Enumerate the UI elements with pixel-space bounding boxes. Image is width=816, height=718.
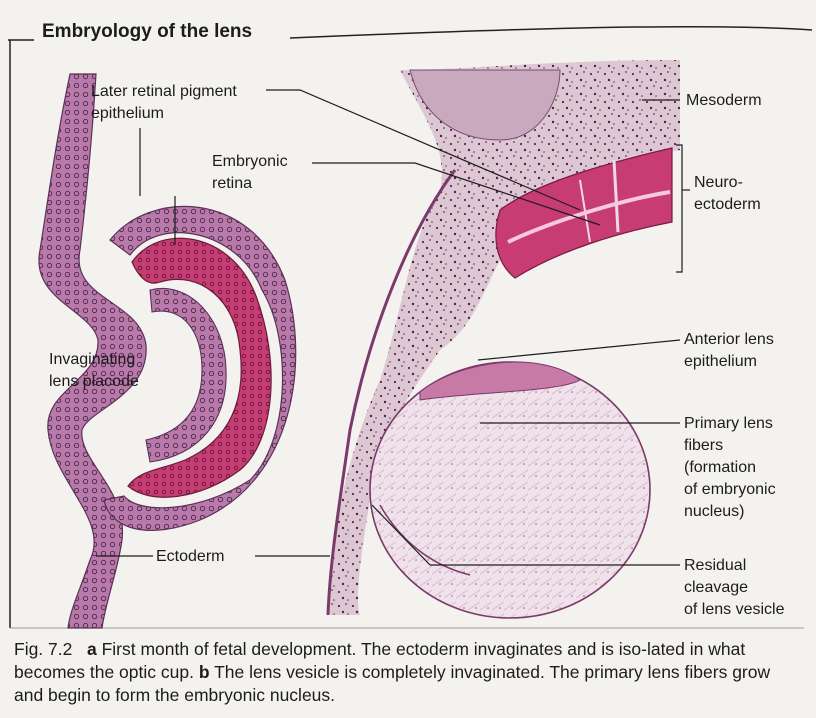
label-retinal-pigment-2: epithelium bbox=[91, 104, 164, 123]
label-anterior-1: Anterior lens bbox=[684, 330, 774, 349]
caption-a-marker: a bbox=[87, 639, 97, 659]
label-neuroectoderm-1: Neuro- bbox=[694, 173, 743, 192]
label-neuroectoderm-2: ectoderm bbox=[694, 195, 761, 214]
label-residual-3: of lens vesicle bbox=[684, 600, 785, 619]
label-primary-1: Primary lens bbox=[684, 414, 773, 433]
label-embryonic-retina-2: retina bbox=[212, 174, 252, 193]
leader-anterior bbox=[478, 340, 680, 360]
label-retinal-pigment-1: Later retinal pigment bbox=[91, 82, 237, 101]
label-ectoderm: Ectoderm bbox=[156, 547, 224, 566]
lens-placode bbox=[146, 288, 226, 462]
label-residual-1: Residual bbox=[684, 556, 746, 575]
label-primary-2: fibers bbox=[684, 436, 723, 455]
lens-vesicle bbox=[370, 362, 650, 618]
label-anterior-2: epithelium bbox=[684, 352, 757, 371]
label-mesoderm: Mesoderm bbox=[686, 91, 762, 110]
label-primary-5: nucleus) bbox=[684, 502, 744, 521]
neuroectoderm-bracket bbox=[676, 145, 682, 272]
caption-fig-number: Fig. 7.2 bbox=[14, 639, 72, 659]
label-primary-3: (formation bbox=[684, 458, 756, 477]
label-primary-4: of embryonic bbox=[684, 480, 776, 499]
figure-caption: Fig. 7.2 a First month of fetal developm… bbox=[14, 638, 804, 707]
label-placode-1: Invaginating bbox=[49, 350, 135, 369]
caption-b-marker: b bbox=[199, 662, 210, 682]
label-embryonic-retina-1: Embryonic bbox=[212, 152, 288, 171]
frame-top-line bbox=[290, 27, 812, 38]
figure-title: Embryology of the lens bbox=[36, 21, 258, 43]
label-placode-2: lens placode bbox=[49, 372, 139, 391]
label-residual-2: cleavage bbox=[684, 578, 748, 597]
